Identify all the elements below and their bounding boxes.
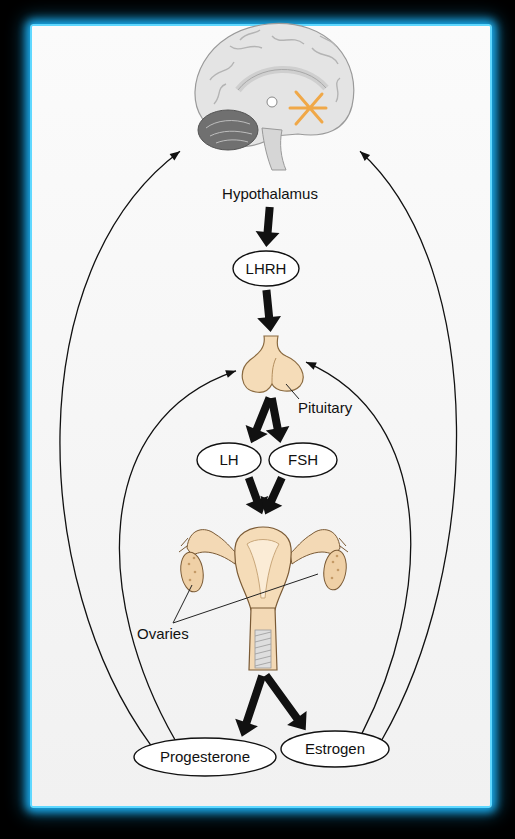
leader-line xyxy=(173,574,318,623)
thick-arrow xyxy=(257,290,281,332)
feedback-curve xyxy=(119,371,236,740)
hormone-ellipse: FSH xyxy=(268,442,338,478)
feedback-curve xyxy=(306,362,411,733)
hormone-label: Estrogen xyxy=(305,740,365,758)
feedback-arrow xyxy=(119,370,236,740)
brainstem xyxy=(262,128,286,170)
thick-arrow xyxy=(266,397,290,443)
uterus-body xyxy=(235,527,291,610)
cerebellum xyxy=(198,110,258,150)
canal-hatching xyxy=(255,632,271,666)
hormone-ellipse: LH xyxy=(196,442,262,478)
arrow-head xyxy=(306,362,317,370)
feedback-curve xyxy=(60,151,180,745)
gyri-lines xyxy=(210,30,340,104)
hormone-ellipse: LHRH xyxy=(232,250,300,287)
uterus-illustration xyxy=(178,527,348,670)
cervix-vagina xyxy=(249,608,277,670)
flow-arrow xyxy=(257,290,281,332)
thick-arrow xyxy=(245,476,268,514)
flow-arrow xyxy=(245,476,268,514)
cerebellum-folds xyxy=(206,121,252,143)
ellipse-shape xyxy=(134,738,276,776)
ellipse-shape xyxy=(269,443,337,477)
arrow-head xyxy=(225,370,236,378)
feedback-arrow xyxy=(60,151,180,745)
flow-arrow xyxy=(256,207,280,247)
hormone-label: LHRH xyxy=(246,260,287,278)
ovaries-node: Ovaries xyxy=(175,518,352,672)
ovary xyxy=(321,549,348,592)
feedback-curve xyxy=(360,151,457,740)
vaginal-canal xyxy=(255,630,271,668)
thick-arrow xyxy=(263,673,307,730)
hormone-label: Progesterone xyxy=(160,748,250,766)
flow-arrow xyxy=(260,476,285,515)
ovary xyxy=(178,551,205,594)
part-label: Pituitary xyxy=(298,399,388,417)
part-label: Ovaries xyxy=(137,625,207,643)
hypothalamus-marker xyxy=(290,92,326,124)
hormone-ellipse: Estrogen xyxy=(280,730,390,768)
thick-arrow xyxy=(246,396,274,443)
hormone-label: LH xyxy=(219,451,238,469)
brain-illustration xyxy=(195,23,354,170)
hormone-label: FSH xyxy=(288,451,318,469)
thick-arrow xyxy=(235,675,266,737)
ellipse-shape xyxy=(197,443,261,477)
flow-arrow xyxy=(246,396,274,443)
feedback-arrow xyxy=(306,362,411,733)
feedback-arrow xyxy=(360,151,457,740)
flow-arrow xyxy=(266,397,290,443)
leader-line xyxy=(286,384,299,399)
flow-arrow xyxy=(263,673,307,730)
ellipse-shape xyxy=(281,731,389,767)
ellipse-shape xyxy=(233,251,299,286)
pituitary-node: Pituitary xyxy=(236,336,306,394)
thick-arrow xyxy=(260,476,285,515)
pituitary-illustration xyxy=(242,336,303,392)
part-label: Hypothalamus xyxy=(180,185,360,203)
corpus-callosum-edge xyxy=(238,69,326,90)
arrow-head xyxy=(170,151,180,160)
thalamus-mark xyxy=(267,97,277,107)
flow-arrow xyxy=(235,675,266,737)
thick-arrow xyxy=(256,207,280,247)
pituitary-lobe-line xyxy=(272,358,276,384)
hormone-ellipse: Progesterone xyxy=(133,737,277,777)
pituitary-gland xyxy=(242,336,303,392)
fallopian-tube xyxy=(187,530,237,564)
brain-node: Hypothalamus xyxy=(180,18,360,203)
arrow-head xyxy=(360,151,370,161)
corpus-callosum xyxy=(238,69,326,90)
